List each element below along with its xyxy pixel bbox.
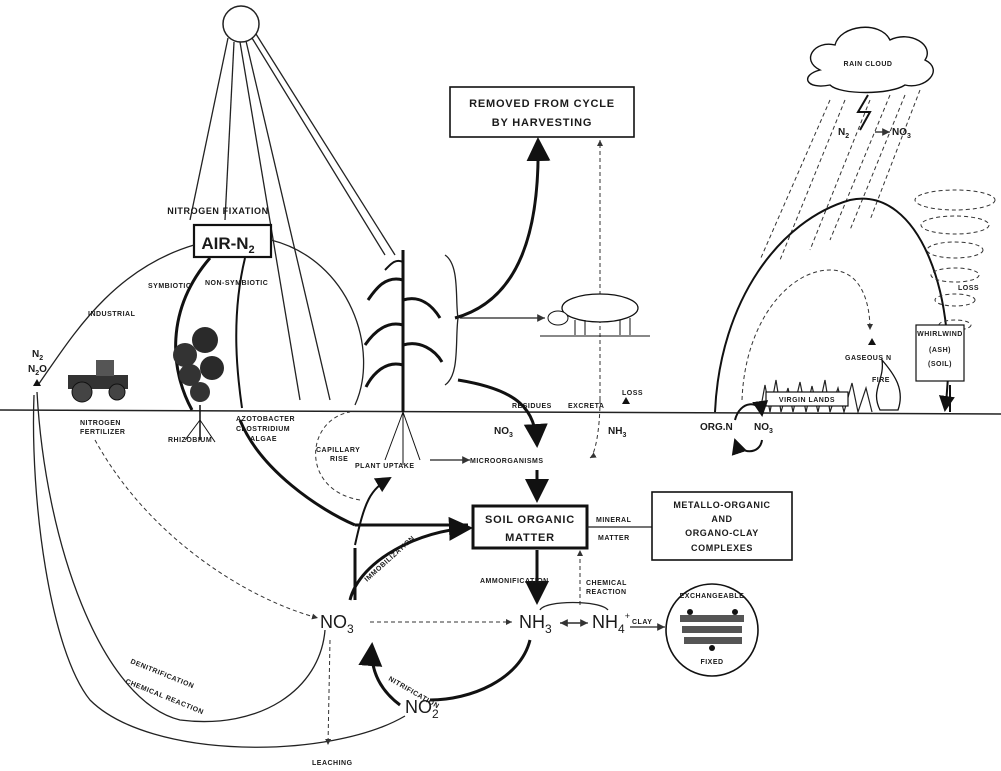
- sun: [190, 6, 395, 400]
- rain-lines: [760, 90, 920, 260]
- cow-illustration: [540, 294, 650, 336]
- industrial-label: INDUSTRIAL: [88, 311, 136, 318]
- excreta-label: EXCRETA: [568, 403, 604, 410]
- symbiotic-label: SYMBIOTIC: [148, 283, 191, 290]
- org-n-label: ORG.N: [700, 422, 733, 433]
- org-to-no3-arrow: [735, 404, 762, 420]
- exchangeable-label: EXCHANGEABLE: [680, 593, 745, 600]
- air-n2-label: AIR-N2: [201, 234, 254, 256]
- mineral-1: MINERAL: [596, 517, 632, 524]
- residues-label: RESIDUES: [512, 403, 552, 410]
- no2-to-no3: [372, 645, 400, 705]
- leaching-arrow: [328, 640, 330, 745]
- uptake-arrow: [355, 478, 390, 545]
- n2-label: N2: [32, 349, 43, 362]
- soil-om-1: SOIL ORGANIC: [485, 514, 575, 526]
- metallo-1: METALLO-ORGANIC: [673, 500, 770, 510]
- algae-label: ALGAE: [250, 436, 277, 443]
- ammonification-label: AMMONIFICATION: [480, 578, 549, 585]
- nh3-big: NH3: [519, 612, 552, 636]
- harvest-arrow: [455, 140, 538, 318]
- nh3-small: NH3: [608, 426, 626, 439]
- lightning-bolt: [858, 95, 870, 130]
- nh4-big: NH4+: [592, 611, 630, 636]
- removed-by-harvesting-box: REMOVED FROM CYCLE BY HARVESTING: [450, 87, 634, 137]
- plant-uptake-label: PLANT UPTAKE: [355, 463, 415, 470]
- gaseous-n-label: GASEOUS N: [845, 355, 892, 362]
- nitrogen-fixation-label: NITROGEN FIXATION: [167, 206, 269, 216]
- fertilizer-to-no3-arrow: [95, 440, 318, 618]
- azotobacter-label: AZOTOBACTER: [236, 416, 295, 423]
- soil-organic-matter-box: SOIL ORGANIC MATTER: [473, 506, 587, 548]
- ground-line: [0, 410, 1001, 414]
- no3-to-org-arrow: [735, 440, 762, 451]
- loss-label-1: LOSS: [622, 390, 643, 397]
- rhizobium-label: RHIZOBIUM: [168, 437, 212, 444]
- removed-line2: BY HARVESTING: [492, 117, 592, 129]
- mineral-2: MATTER: [598, 535, 630, 542]
- rain-n2: N2: [838, 127, 849, 140]
- capillary-2: RISE: [330, 456, 348, 463]
- nitrogen-fertilizer-2: FERTILIZER: [80, 429, 125, 436]
- microorganisms-label: MICROORGANISMS: [470, 458, 544, 465]
- metallo-organic-box: METALLO-ORGANIC AND ORGANO-CLAY COMPLEXE…: [652, 492, 792, 560]
- removed-line1: REMOVED FROM CYCLE: [469, 98, 615, 110]
- plant-bracket: [445, 255, 458, 385]
- chemical-reaction-1: CHEMICAL: [586, 580, 627, 587]
- fixed-label: FIXED: [700, 659, 723, 666]
- right-big-arc: [715, 199, 948, 412]
- soil-om-2: MATTER: [505, 532, 555, 544]
- nh3-to-no2: [430, 640, 530, 700]
- chemical-reaction-2: REACTION: [586, 589, 627, 596]
- fire-label: FIRE: [872, 377, 890, 384]
- fire-icon: [877, 360, 901, 410]
- corn-plant: [365, 250, 442, 465]
- no3-right: NO3: [754, 422, 773, 435]
- clay-label: CLAY: [632, 619, 652, 626]
- capillary-1: CAPILLARY: [316, 447, 360, 454]
- metallo-2: AND: [711, 514, 732, 524]
- tractor-illustration: [68, 360, 128, 402]
- soil-label: (SOIL): [928, 361, 952, 368]
- metallo-3: ORGANO-CLAY: [685, 528, 759, 538]
- non-symbiotic-label: NON-SYMBIOTIC: [205, 280, 268, 287]
- gaseous-arc: [742, 270, 870, 400]
- metallo-4: COMPLEXES: [691, 543, 753, 553]
- loss-label-2: LOSS: [958, 285, 979, 292]
- fixation-outer-arc: [271, 240, 364, 405]
- nitrogen-fertilizer-1: NITROGEN: [80, 420, 121, 427]
- ash-label: (ASH): [929, 347, 951, 354]
- immobilization-label: IMMOBILIZATION: [364, 535, 417, 584]
- whirlwind-label: WHIRLWIND: [917, 331, 963, 338]
- rain-cloud: [808, 27, 934, 92]
- leaching-label: LEACHING: [312, 760, 353, 767]
- no3-small: NO3: [494, 426, 513, 439]
- virgin-lands-label: VIRGIN LANDS: [779, 397, 835, 404]
- rain-cloud-label: RAIN CLOUD: [844, 61, 893, 68]
